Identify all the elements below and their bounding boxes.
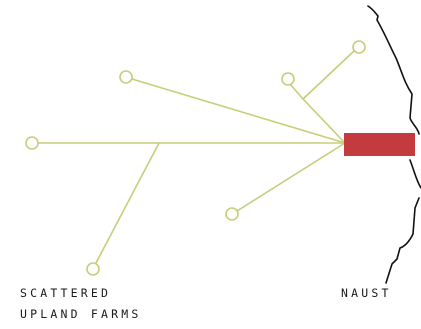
path-to-northeast-node: [302, 50, 355, 100]
farm-node-northeast: [352, 40, 366, 54]
naust-box: [344, 133, 415, 156]
farm-node-northwest: [119, 70, 133, 84]
path-to-north-node: [289, 83, 304, 100]
label-scattered: SCATTERED: [20, 286, 112, 300]
path-to-northwest-node: [131, 78, 346, 144]
farm-node-south: [225, 207, 239, 221]
path-trunk-north: [302, 98, 346, 144]
label-naust: NAUST: [341, 286, 392, 300]
farm-node-southwest: [86, 262, 100, 276]
path-to-southwest-node: [95, 142, 160, 264]
label-upland-farms: UPLAND FARMS: [20, 307, 142, 321]
path-to-south-node: [236, 142, 346, 212]
coastline: [367, 5, 421, 284]
farm-node-north: [281, 72, 295, 86]
farm-node-west: [25, 136, 39, 150]
